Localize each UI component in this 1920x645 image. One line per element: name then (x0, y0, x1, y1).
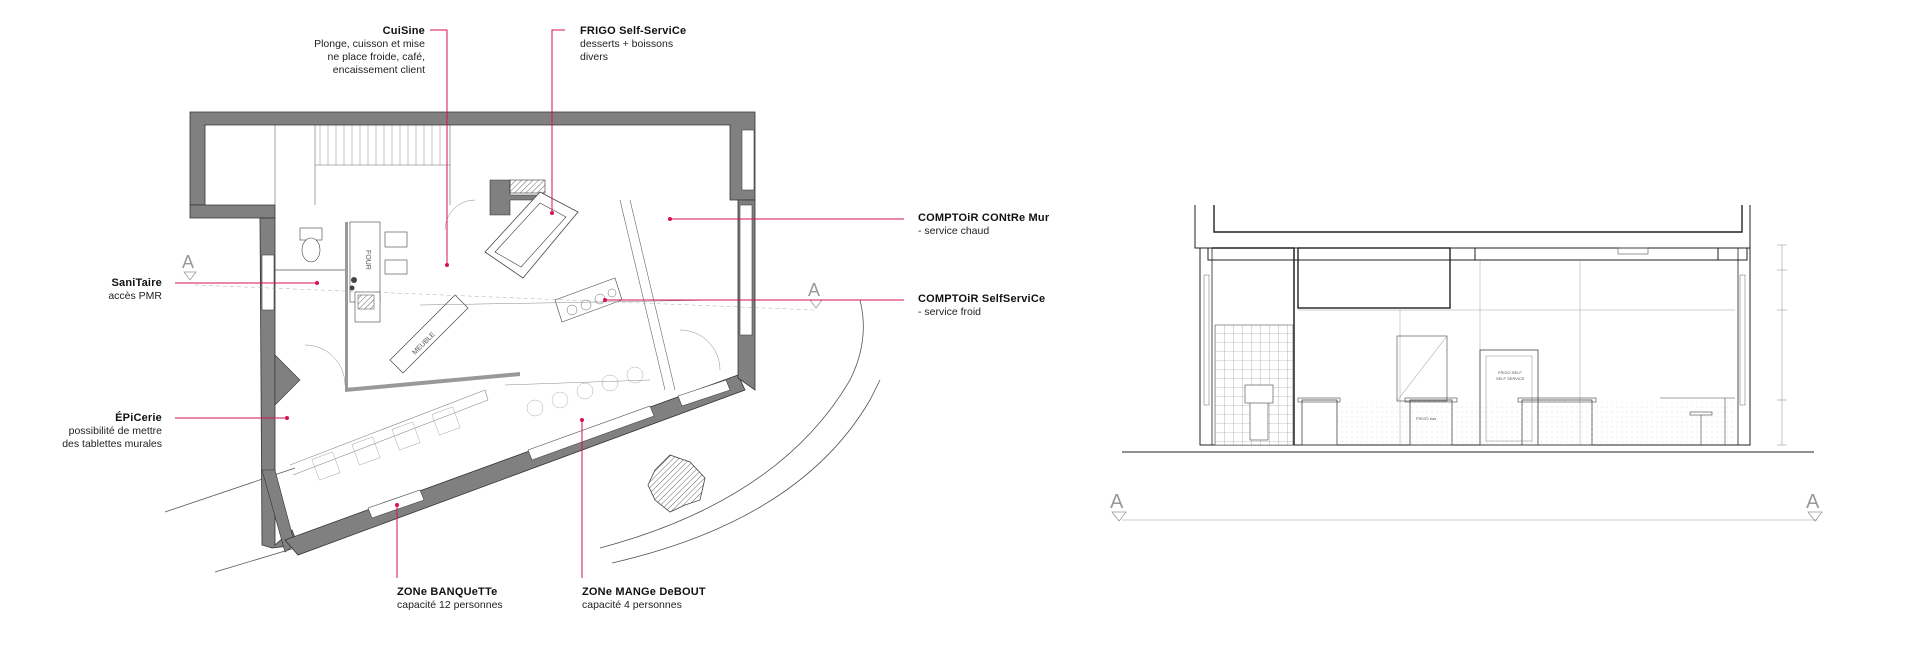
leader-lines (175, 29, 904, 578)
label-mange-debout-desc: capacité 4 personnes (582, 599, 682, 611)
label-banquette: ZONe BANQUeTTe capacité 12 personnes (397, 586, 503, 612)
label-mange-debout-title: ZONe MANGe DeBOUT (582, 586, 706, 598)
label-frigo-desc-2: divers (580, 51, 609, 63)
section-mark-a-bottom-right: A (1806, 491, 1820, 513)
section-mark-a-right: A (808, 280, 820, 300)
elev-frigo-text-2: SELF SERVICE (1496, 376, 1525, 381)
label-comptoir-self-title: COMPTOiR SelfServiCe (918, 293, 1046, 305)
label-comptoir-mur-title: COMPTOiR CONtRe Mur (918, 212, 1050, 224)
label-cuisine-desc-2: ne place froide, café, (327, 51, 425, 63)
label-banquette-title: ZONe BANQUeTTe (397, 586, 498, 598)
label-epicerie-title: ÉPiCerie (115, 412, 162, 424)
section-mark-a-bottom-left: A (1110, 491, 1124, 513)
label-comptoir-self-desc: - service froid (918, 306, 982, 318)
label-cuisine-desc-1: Plonge, cuisson et mise (314, 38, 425, 50)
label-cuisine-title: CuiSine (382, 25, 425, 37)
label-sanitaire-desc: accès PMR (108, 290, 162, 302)
elev-frigo-text: FRIGO SELF (1498, 370, 1522, 375)
label-epicerie: ÉPiCerie possibilité de mettre des table… (62, 412, 162, 451)
label-comptoir-mur: COMPTOiR CONtRe Mur - service chaud (918, 212, 1049, 238)
four-text: FOUR (364, 250, 371, 270)
label-frigo-title: FRIGO Self-ServiCe (580, 25, 687, 37)
label-epicerie-desc-2: des tablettes murales (62, 438, 162, 450)
label-comptoir-self: COMPTOiR SelfServiCe - service froid (918, 293, 1045, 319)
label-cuisine: CuiSine Plonge, cuisson et mise ne place… (314, 25, 425, 77)
label-sanitaire-title: SaniTaire (111, 277, 162, 289)
label-mange-debout: ZONe MANGe DeBOUT capacité 4 personnes (582, 586, 706, 612)
label-sanitaire: SaniTaire accès PMR (108, 277, 162, 303)
label-comptoir-mur-desc: - service chaud (918, 225, 990, 237)
section-elevation: FRIGO SELF SELF SERVICE FRIGO bas A A (1110, 205, 1823, 522)
label-cuisine-desc-3: encaissement client (332, 64, 425, 76)
label-frigo: FRIGO Self-ServiCe desserts + boissons d… (580, 25, 686, 64)
label-frigo-desc-1: desserts + boissons (580, 38, 674, 50)
label-banquette-desc: capacité 12 personnes (397, 599, 503, 611)
label-epicerie-desc-1: possibilité de mettre (68, 425, 162, 437)
floor-plan: MEUBLE FOUR A (164, 29, 904, 578)
section-mark-a-left: A (182, 252, 194, 272)
